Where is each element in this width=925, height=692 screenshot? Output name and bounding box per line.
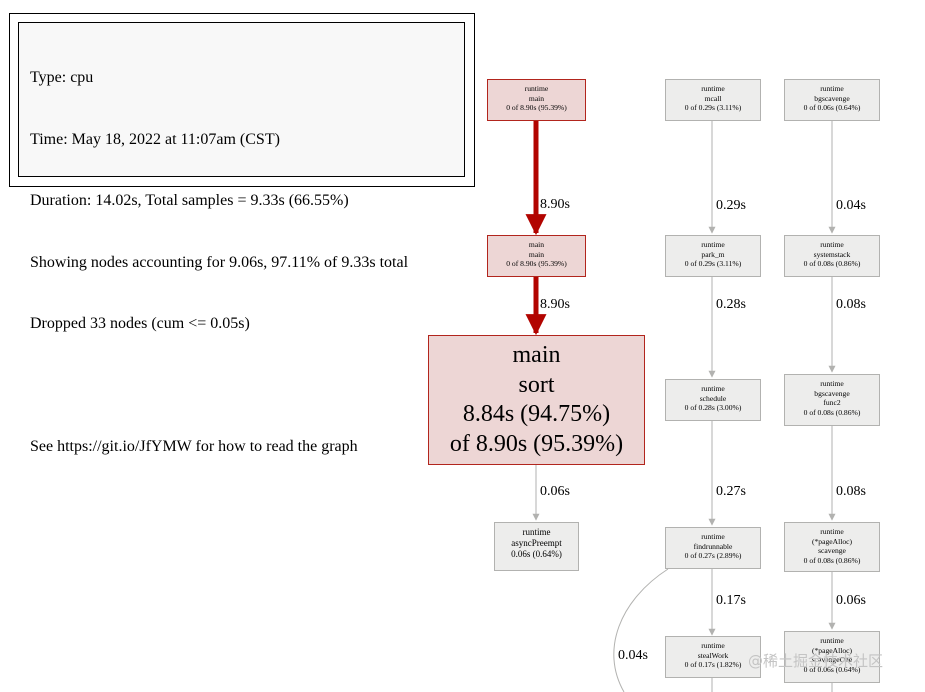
- edge-label: 0.06s: [836, 593, 866, 608]
- node-stat: 0.06s (0.64%): [511, 549, 562, 559]
- node-cum: of 8.90s (95.39%): [449, 430, 624, 457]
- edge-label: 0.28s: [716, 297, 746, 312]
- legend-showing: Showing nodes accounting for 9.06s, 97.1…: [30, 253, 409, 271]
- legend-dropped: Dropped 33 nodes (cum <= 0.05s): [30, 315, 250, 332]
- node-pkg: runtime: [701, 532, 725, 541]
- node-pkg: runtime: [701, 641, 725, 650]
- node-pkg: main: [512, 342, 561, 368]
- node-func: park_m: [701, 249, 725, 259]
- node-pagealloc-scavenge-one[interactable]: runtime (*pageAlloc) scavengeOne 0 of 0.…: [784, 631, 880, 683]
- node-flat: 8.84s (94.75%): [462, 401, 611, 427]
- edge-label: 0.04s: [836, 198, 866, 213]
- node-bgscavenge-func2[interactable]: runtime bgscavenge func2 0 of 0.08s (0.8…: [784, 374, 880, 426]
- node-recv: (*pageAlloc): [811, 645, 853, 655]
- node-main-sort[interactable]: main sort 8.84s (94.75%) of 8.90s (95.39…: [428, 335, 645, 465]
- node-stat: 0 of 8.90s (95.39%): [506, 259, 567, 268]
- node-findrunnable[interactable]: runtime findrunnable 0 of 0.27s (2.89%): [665, 527, 761, 569]
- legend-spacer: [30, 376, 464, 397]
- legend-duration: Duration: 14.02s, Total samples = 9.33s …: [30, 192, 349, 209]
- node-mcall[interactable]: runtime mcall 0 of 0.29s (3.11%): [665, 79, 761, 121]
- node-func: systemstack: [813, 249, 851, 259]
- node-func: main: [528, 249, 545, 259]
- node-stat: 0 of 0.29s (3.11%): [684, 103, 742, 112]
- node-stat: 0 of 0.06s (0.64%): [803, 103, 861, 112]
- node-stat: 0 of 0.28s (3.00%): [684, 403, 742, 412]
- node-steal-work[interactable]: runtime stealWork 0 of 0.17s (1.82%): [665, 636, 761, 678]
- edge-label: 0.27s: [716, 484, 746, 499]
- legend-inner: Type: cpu Time: May 18, 2022 at 11:07am …: [18, 22, 465, 455]
- node-pkg: runtime: [701, 84, 725, 93]
- node-pkg: runtime: [701, 240, 725, 249]
- legend-type: Type: cpu: [30, 69, 94, 86]
- edge-label: 0.17s: [716, 593, 746, 608]
- node-pkg: runtime: [701, 384, 725, 393]
- node-pkg: runtime: [820, 379, 844, 388]
- legend-box: Type: cpu Time: May 18, 2022 at 11:07am …: [9, 13, 475, 455]
- node-stat: 0 of 0.29s (3.11%): [684, 259, 742, 268]
- edge-label: 8.90s: [540, 297, 570, 312]
- watermark: @稀土掘金技术社区: [748, 652, 884, 670]
- node-pkg: runtime: [524, 84, 549, 93]
- legend-time: Time: May 18, 2022 at 11:07am (CST): [30, 130, 280, 148]
- node-systemstack[interactable]: runtime systemstack 0 of 0.08s (0.86%): [784, 235, 880, 277]
- legend-help-link[interactable]: See https://git.io/JfYMW for how to read…: [30, 438, 358, 455]
- node-async-preempt[interactable]: runtime asyncPreempt 0.06s (0.64%): [494, 522, 579, 571]
- node-func: sort: [518, 371, 555, 398]
- node-func: scavenge: [818, 546, 846, 555]
- node-func: mcall: [704, 93, 722, 103]
- node-runtime-main[interactable]: runtime main 0 of 8.90s (95.39%): [487, 79, 586, 121]
- node-recv: (*pageAlloc): [811, 536, 853, 546]
- node-schedule[interactable]: runtime schedule 0 of 0.28s (3.00%): [665, 379, 761, 421]
- node-stat: 0 of 0.08s (0.86%): [803, 555, 861, 565]
- node-stat: 0 of 0.08s (0.86%): [803, 407, 861, 417]
- node-pkg: runtime: [522, 527, 551, 537]
- node-bgscavenge[interactable]: runtime bgscavenge 0 of 0.06s (0.64%): [784, 79, 880, 121]
- edge-label: 0.08s: [836, 484, 866, 499]
- node-pkg: main: [528, 240, 545, 249]
- node-stat: 0 of 0.08s (0.86%): [803, 259, 861, 268]
- node-func: main: [528, 93, 545, 103]
- node-func: bgscavenge: [814, 388, 850, 398]
- node-stat: 0 of 0.27s (2.89%): [684, 551, 742, 560]
- node-func: stealWork: [697, 650, 729, 660]
- node-func: scavengeOne: [811, 655, 853, 664]
- edge-label: 0.08s: [836, 297, 866, 312]
- node-pkg: runtime: [820, 240, 844, 249]
- edge-label: 0.06s: [540, 484, 570, 499]
- node-func: asyncPreempt: [511, 538, 562, 548]
- node-park-m[interactable]: runtime park_m 0 of 0.29s (3.11%): [665, 235, 761, 277]
- node-func: findrunnable: [693, 541, 733, 551]
- node-pkg: runtime: [820, 527, 844, 536]
- node-func: bgscavenge: [814, 93, 850, 103]
- node-stat: 0 of 8.90s (95.39%): [506, 103, 567, 112]
- node-func2: func2: [823, 398, 841, 407]
- edge-label: 0.04s: [618, 648, 648, 663]
- edge-label: 8.90s: [540, 197, 570, 212]
- node-stat: 0 of 0.17s (1.82%): [684, 660, 742, 669]
- node-pkg: runtime: [820, 636, 844, 645]
- node-pagealloc-scavenge[interactable]: runtime (*pageAlloc) scavenge 0 of 0.08s…: [784, 522, 880, 572]
- node-stat: 0 of 0.06s (0.64%): [803, 664, 861, 674]
- node-func: schedule: [699, 393, 727, 403]
- node-main-main[interactable]: main main 0 of 8.90s (95.39%): [487, 235, 586, 277]
- edge-findrunnable-curve[interactable]: [613, 568, 669, 692]
- edge-label: 0.29s: [716, 198, 746, 213]
- node-pkg: runtime: [820, 84, 844, 93]
